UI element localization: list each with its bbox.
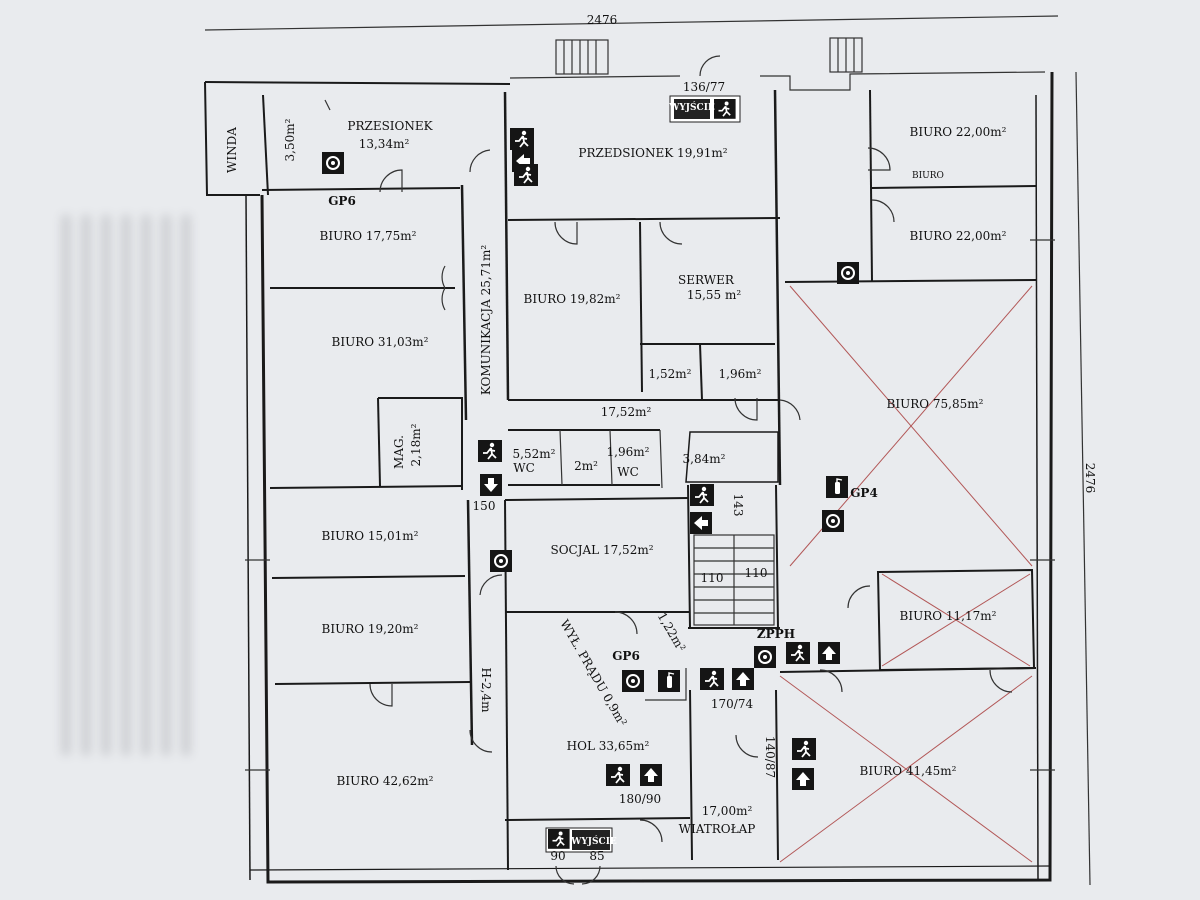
label-przedsionek: PRZEDSIONEK 19,91m²	[578, 146, 727, 160]
running-man-exit-sign	[699, 667, 725, 691]
label-serwer-area: 15,55 m²	[687, 288, 742, 302]
label-d110b: 110	[745, 566, 768, 580]
arrow-left-sign	[690, 512, 712, 534]
label-area-3-84: 3,84m²	[683, 452, 726, 466]
exit-banner-top	[669, 95, 741, 123]
exit-banner-top-label: WYJŚCIE	[668, 101, 715, 113]
dimension-top: 2476	[587, 13, 618, 27]
running-man-exit-sign	[689, 483, 715, 507]
running-man-exit-sign	[513, 163, 539, 187]
label-d143: 143	[731, 494, 745, 517]
label-d110a: 110	[701, 571, 724, 585]
fire-hose-sign	[621, 669, 645, 693]
label-zpph: ZPPH	[757, 627, 795, 641]
running-man-exit-sign	[605, 763, 631, 787]
label-gp6-top: GP6	[328, 194, 356, 208]
label-wiatrolap: WIATROŁAP	[679, 822, 756, 836]
fire-hose-sign	[836, 261, 860, 285]
interior-walls	[261, 89, 1037, 871]
door-swings	[369, 55, 1013, 885]
outer-walls	[204, 71, 1055, 884]
dimension-lines	[204, 15, 1091, 886]
label-h-2-4: H-2,4m	[479, 668, 493, 714]
label-biuro-31-03: BIURO 31,03m²	[332, 335, 429, 349]
label-wc2: WC	[617, 465, 639, 479]
top-stairs	[509, 37, 1046, 91]
label-area-17-00: 17,00m²	[702, 804, 753, 818]
label-socjal: SOCJAL 17,52m²	[550, 543, 653, 557]
label-d170-74: 170/74	[711, 697, 754, 711]
label-area-1-22: 1,22m²	[655, 610, 689, 654]
label-biuro-15-01: BIURO 15,01m²	[322, 529, 419, 543]
running-man-exit-sign	[785, 641, 811, 665]
label-area-17-52-small: 17,52m²	[601, 405, 652, 419]
label-biuro-17-75: BIURO 17,75m²	[320, 229, 417, 243]
internal-staircase	[693, 534, 775, 626]
exit-banner-bottom-label: WYJŚCIE	[570, 835, 617, 847]
label-d150: 150	[473, 499, 496, 513]
label-biuro-22-b: BIURO 22,00m²	[910, 229, 1007, 243]
room-labels: WINDA 3,50m² PRZESIONEK 13,34m² PRZEDSIO…	[225, 80, 1007, 863]
label-winda: WINDA	[225, 127, 239, 173]
fire-extinguisher-sign	[657, 669, 681, 693]
blurred-handwritten-note	[62, 215, 202, 755]
label-biuro-small: BIURO	[912, 171, 944, 181]
label-wc1-area: 5,52m²	[513, 447, 556, 461]
running-man-exit-sign	[791, 737, 817, 761]
fire-extinguisher-sign	[825, 475, 849, 499]
label-wyl-pradu: WYŁ. PRĄDU 0,9m²	[557, 617, 629, 729]
exit-banner-bottom	[545, 827, 613, 853]
label-przesionek: PRZESIONEK	[347, 119, 433, 133]
arrow-up-sign	[792, 768, 814, 790]
label-area-3-50: 3,50m²	[283, 118, 297, 161]
fire-hose-sign	[321, 151, 345, 175]
arrow-up-sign	[818, 642, 840, 664]
label-area-1-96-top: 1,96m²	[719, 367, 762, 381]
fire-hose-sign	[753, 645, 777, 669]
label-hol: HOL 33,65m²	[567, 739, 650, 753]
label-biuro-42-62: BIURO 42,62m²	[337, 774, 434, 788]
arrow-up-sign	[640, 764, 662, 786]
label-komunikacja: KOMUNIKACJA 25,71m²	[479, 245, 493, 395]
label-mag: MAG.	[392, 435, 406, 469]
arrow-up-sign	[732, 668, 754, 690]
label-mag-area: 2,18m²	[409, 423, 423, 466]
label-biuro-19-20: BIURO 19,20m²	[322, 622, 419, 636]
label-biuro-41-45: BIURO 41,45m²	[860, 764, 957, 778]
fire-hose-sign	[489, 549, 513, 573]
dimension-right: 2476	[1083, 463, 1097, 494]
label-d136-77: 136/77	[683, 80, 725, 94]
arrow-down-sign	[480, 474, 502, 496]
label-d140-87: 140/87	[763, 736, 777, 778]
label-biuro-11-17: BIURO 11,17m²	[900, 609, 997, 623]
label-biuro-19-82: BIURO 19,82m²	[524, 292, 621, 306]
label-d85: 85	[589, 849, 604, 863]
label-wc2-area: 1,96m²	[607, 445, 650, 459]
label-area-2: 2m²	[574, 459, 598, 473]
label-przesionek-area: 13,34m²	[359, 137, 410, 151]
label-area-1-52: 1,52m²	[649, 367, 692, 381]
label-biuro-75-85: BIURO 75,85m²	[887, 397, 984, 411]
label-biuro-22-a: BIURO 22,00m²	[910, 125, 1007, 139]
label-serwer: SERWER	[678, 273, 735, 287]
label-gp4: GP4	[850, 486, 878, 500]
running-man-exit-sign	[477, 439, 503, 463]
label-d90: 90	[550, 849, 565, 863]
running-man-exit-sign	[509, 127, 535, 151]
label-wc1: WC	[513, 461, 535, 475]
fire-hose-sign	[821, 509, 845, 533]
label-d180-90: 180/90	[619, 792, 661, 806]
label-gp6-bottom: GP6	[612, 649, 640, 663]
